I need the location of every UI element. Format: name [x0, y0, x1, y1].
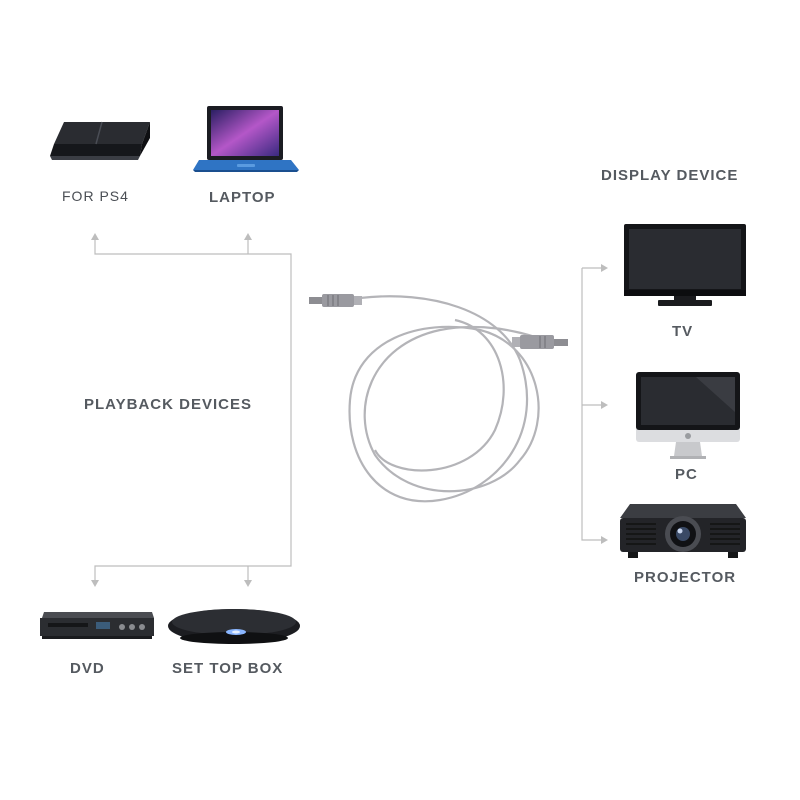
display-bracket-line [581, 267, 603, 541]
arrow-up-icon [91, 233, 99, 240]
arrow-right-icon [601, 264, 608, 272]
device-label-pc: PC [675, 466, 698, 483]
device-label-laptop: LAPTOP [209, 189, 276, 206]
ps4-console-icon [50, 121, 150, 160]
arrow-down-icon [244, 580, 252, 587]
playback-bracket-line [94, 238, 292, 582]
imac-icon [636, 372, 740, 459]
cable-plug-left [309, 294, 362, 307]
device-label-ps4: FOR PS4 [62, 188, 129, 204]
arrow-right-icon [601, 536, 608, 544]
device-label-set-top-box: SET TOP BOX [172, 660, 284, 677]
dvd-player-icon [40, 612, 154, 639]
arrow-right-icon [601, 401, 608, 409]
laptop-icon [193, 106, 299, 172]
playback-devices-heading: PLAYBACK DEVICES [84, 396, 252, 413]
device-label-tv: TV [672, 323, 694, 340]
projector-icon [620, 504, 746, 558]
arrow-up-icon [244, 233, 252, 240]
set-top-box-icon [168, 609, 300, 644]
device-label-projector: PROJECTOR [634, 569, 737, 586]
device-label-dvd: DVD [70, 660, 105, 677]
cable-plug-right [512, 335, 568, 349]
tv-icon [624, 224, 746, 306]
arrow-down-icon [91, 580, 99, 587]
display-device-heading: DISPLAY DEVICE [601, 167, 739, 184]
